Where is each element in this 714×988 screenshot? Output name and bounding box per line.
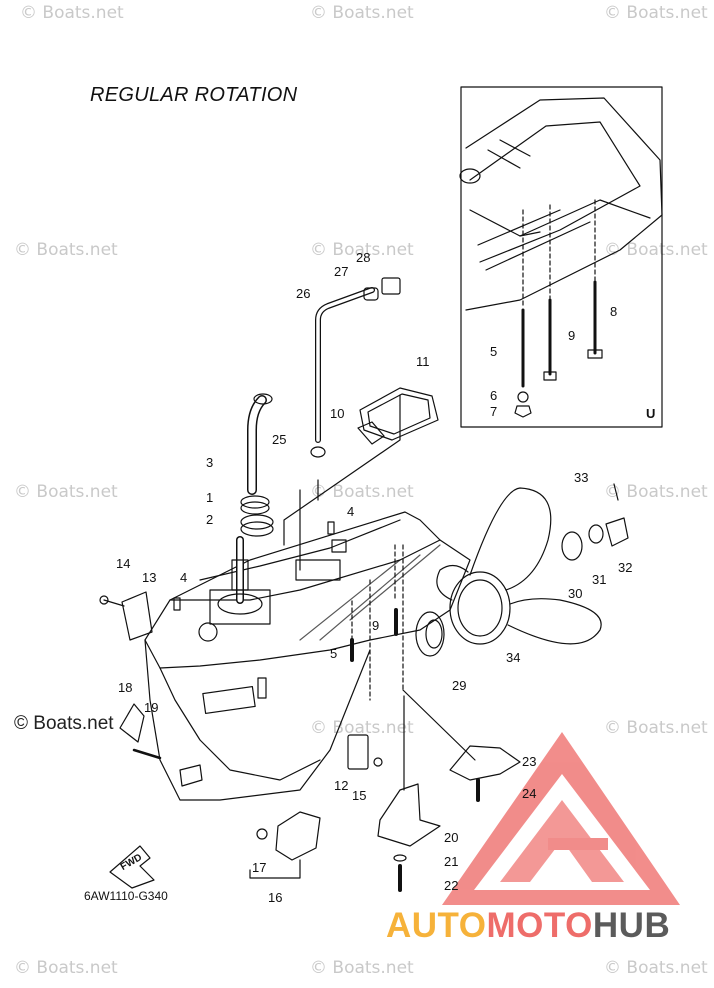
callout-label: 20: [444, 830, 458, 845]
callout-label: 30: [568, 586, 582, 601]
inset-label: U: [646, 406, 656, 421]
callout-label: 4: [180, 570, 187, 585]
callout-label: 17: [252, 860, 266, 875]
callout-label: 31: [592, 572, 606, 587]
watermark: © Boats.net: [604, 240, 708, 260]
inset-frame: [460, 86, 663, 428]
callout-label: 10: [330, 406, 344, 421]
brand-part-3: HUB: [592, 906, 671, 945]
watermark: © Boats.net: [20, 3, 124, 23]
callout-label: 9: [372, 618, 379, 633]
callouts: 1 2 3 4 4 5 5 6 7 8 9 9 10 11 12 13 14 1…: [116, 250, 632, 905]
callout-label: 1: [206, 490, 213, 505]
callout-label: 26: [296, 286, 310, 301]
brand-part-2: MOTO: [486, 906, 593, 945]
watermark: © Boats.net: [604, 482, 708, 502]
callout-label: 29: [452, 678, 466, 693]
callout-label: 32: [618, 560, 632, 575]
watermark: © Boats.net: [604, 3, 708, 23]
callout-label: 28: [356, 250, 370, 265]
callout-label: 27: [334, 264, 348, 279]
fwd-arrow-icon: [109, 845, 155, 889]
callout-label: 14: [116, 556, 130, 571]
brand-part-1: AUTO: [386, 906, 487, 945]
callout-label: 9: [568, 328, 575, 343]
diagram-title: REGULAR ROTATION: [90, 84, 298, 106]
callout-label: 13: [142, 570, 156, 585]
callout-label: 33: [574, 470, 588, 485]
watermark: © Boats.net: [604, 958, 708, 978]
callout-label: 6: [490, 388, 497, 403]
callout-label: 5: [490, 344, 497, 359]
callout-label: 12: [334, 778, 348, 793]
callout-label: 11: [416, 354, 430, 369]
callout-label: 15: [352, 788, 366, 803]
callout-label: 23: [522, 754, 536, 769]
callout-label: 22: [444, 878, 458, 893]
callout-label: 8: [610, 304, 617, 319]
callout-label: 7: [490, 404, 497, 419]
brand-triangle-logo: [442, 732, 680, 905]
watermark: © Boats.net: [14, 482, 118, 502]
watermark: © Boats.net: [14, 958, 118, 978]
callout-label: 19: [144, 700, 158, 715]
watermark: © Boats.net: [604, 718, 708, 738]
watermark: © Boats.net: [310, 718, 414, 738]
brand-logo: AUTOMOTOHUB: [386, 906, 670, 946]
callout-label: 3: [206, 455, 213, 470]
callout-label: 4: [347, 504, 354, 519]
watermark: © Boats.net: [14, 713, 114, 734]
watermark: © Boats.net: [310, 3, 414, 23]
callout-label: 2: [206, 512, 213, 527]
callout-label: 25: [272, 432, 286, 447]
watermark: © Boats.net: [310, 482, 414, 502]
watermark: © Boats.net: [310, 240, 414, 260]
callout-label: 24: [522, 786, 536, 801]
callout-label: 5: [330, 646, 337, 661]
callout-label: 34: [506, 650, 520, 665]
callout-label: 21: [444, 854, 458, 869]
diagram-code: 6AW1110-G340: [84, 889, 168, 903]
watermark: © Boats.net: [14, 240, 118, 260]
callout-label: 18: [118, 680, 132, 695]
watermark: © Boats.net: [310, 958, 414, 978]
callout-label: 16: [268, 890, 282, 905]
